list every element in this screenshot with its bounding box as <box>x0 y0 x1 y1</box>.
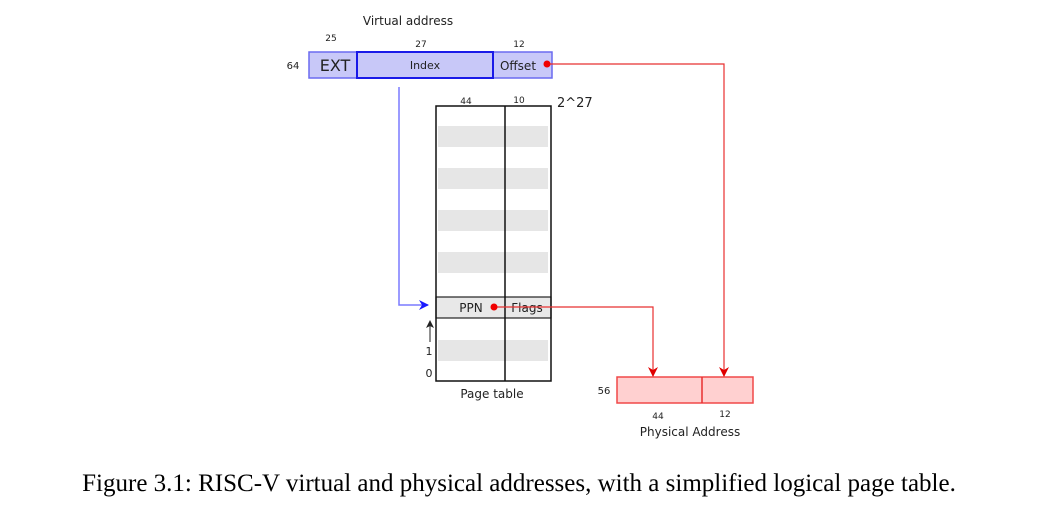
physical-ppn-bits-label: 44 <box>652 412 664 422</box>
flags-bits-label: 10 <box>513 96 525 106</box>
index-to-pte-arrow <box>398 87 429 310</box>
ppn-bits-label: 44 <box>460 97 472 107</box>
physical-address-title: Physical Address <box>640 425 740 439</box>
ppn-to-physical-arrow <box>494 306 658 377</box>
offset-field-label: Offset <box>500 59 536 73</box>
figure-caption: Figure 3.1: RISC-V virtual and physical … <box>82 470 956 497</box>
ext-field-label: EXT <box>320 56 351 75</box>
table-stripe <box>438 340 548 361</box>
page-table-frame <box>435 105 552 382</box>
ppn-source-dot <box>490 303 498 311</box>
virtual-address: Virtual address 64 25 27 12 EXT Index Of… <box>287 14 553 79</box>
offset-to-physical-arrow <box>547 63 729 377</box>
flags-label: Flags <box>511 301 542 315</box>
ppn-label: PPN <box>459 301 482 315</box>
page-table: 44 10 2^27 PPN Flags 1 0 Page table <box>426 96 593 401</box>
page-table-diagram: Virtual address 64 25 27 12 EXT Index Of… <box>287 14 754 439</box>
row-label-1: 1 <box>426 345 433 358</box>
table-stripe <box>438 168 548 189</box>
table-stripe <box>438 210 548 231</box>
physical-address-total-bits: 56 <box>598 386 611 397</box>
entry-count-label: 2^27 <box>557 96 593 111</box>
row-label-0: 0 <box>426 367 433 380</box>
physical-address: 56 44 12 Physical Address <box>598 376 754 439</box>
virtual-address-title: Virtual address <box>363 14 453 28</box>
index-bits-label: 27 <box>415 40 426 50</box>
table-stripe <box>438 252 548 273</box>
virtual-address-total-bits: 64 <box>287 61 300 72</box>
physical-offset-bits-label: 12 <box>719 410 730 420</box>
index-field <box>356 51 494 79</box>
ext-bits-label: 25 <box>325 34 336 44</box>
page-table-title: Page table <box>460 387 523 401</box>
offset-bits-label: 12 <box>513 40 524 50</box>
physical-address-box <box>616 376 754 404</box>
table-stripe <box>438 126 548 147</box>
offset-source-dot <box>543 60 551 68</box>
index-field-label: Index <box>410 59 441 72</box>
